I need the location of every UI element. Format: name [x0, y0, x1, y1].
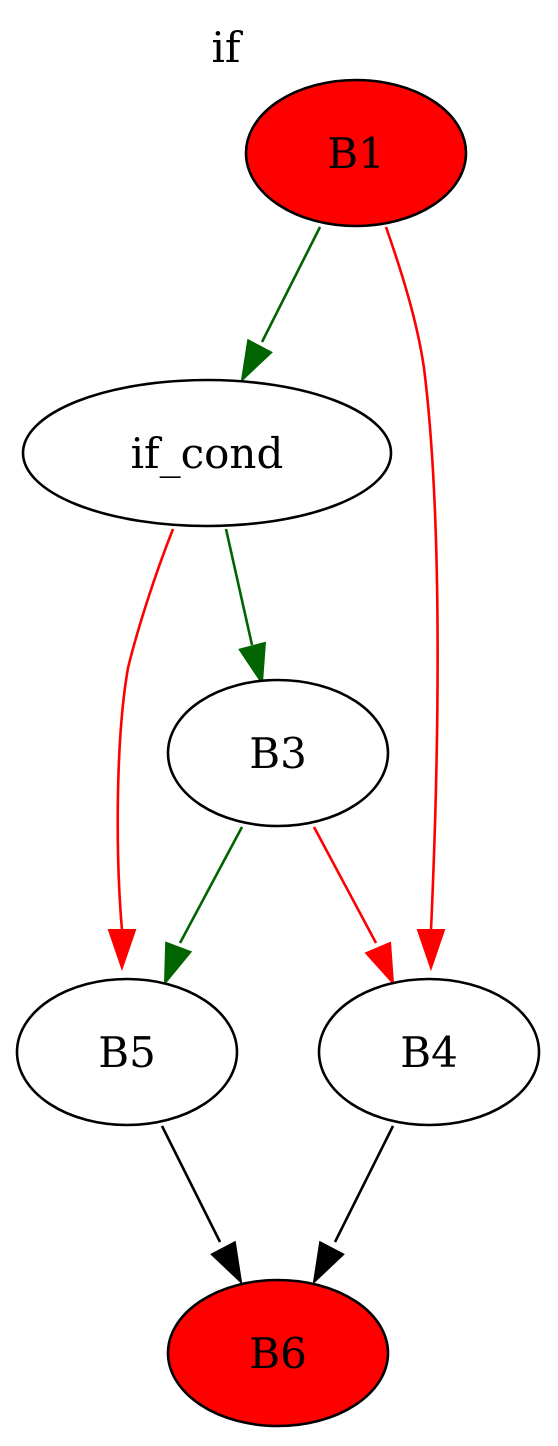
edge-arrowhead	[312, 1240, 345, 1285]
node-label: B5	[98, 1028, 156, 1077]
edge-B3-to-B4	[312, 826, 395, 986]
node-shape	[21, 378, 393, 528]
edge-line	[312, 826, 378, 944]
edge-B4-to-B6	[312, 1125, 395, 1285]
node-shape	[317, 977, 541, 1127]
node-if_cond: if_cond	[21, 378, 393, 528]
edge-line	[224, 528, 254, 646]
node-B3: B3	[166, 678, 390, 828]
edge-arrowhead	[364, 941, 395, 986]
node-shape	[166, 678, 390, 828]
edge-line	[178, 826, 244, 944]
node-B5: B5	[15, 977, 239, 1127]
node-label: B3	[249, 729, 307, 778]
node-shape	[244, 78, 468, 228]
edge-arrowhead	[107, 929, 137, 972]
edge-B1-to-if_cond	[240, 226, 322, 383]
edge-arrowhead	[163, 941, 193, 986]
graph-title: if	[212, 23, 244, 72]
node-B6: B6	[166, 1278, 390, 1428]
edges-layer	[107, 226, 446, 1285]
node-shape	[15, 977, 239, 1127]
node-shape	[166, 1278, 390, 1428]
edge-line	[160, 1125, 222, 1243]
node-label: B1	[327, 129, 385, 178]
edge-line	[260, 226, 322, 343]
node-B1: B1	[244, 78, 468, 228]
edge-arrowhead	[240, 338, 273, 383]
edge-line	[116, 528, 175, 931]
edge-B1-to-B4	[384, 226, 446, 972]
node-label: B6	[249, 1329, 307, 1378]
edge-line	[384, 226, 439, 931]
edge-arrowhead	[238, 641, 266, 686]
edge-if_cond-to-B3	[224, 528, 266, 686]
edge-B5-to-B6	[160, 1125, 243, 1285]
node-label: B4	[400, 1028, 458, 1077]
edge-arrowhead	[210, 1240, 243, 1285]
edge-B3-to-B5	[163, 826, 244, 986]
node-B4: B4	[317, 977, 541, 1127]
edge-line	[333, 1125, 395, 1243]
node-label: if_cond	[131, 429, 284, 478]
edge-arrowhead	[416, 929, 446, 972]
edge-if_cond-to-B5	[107, 528, 175, 972]
